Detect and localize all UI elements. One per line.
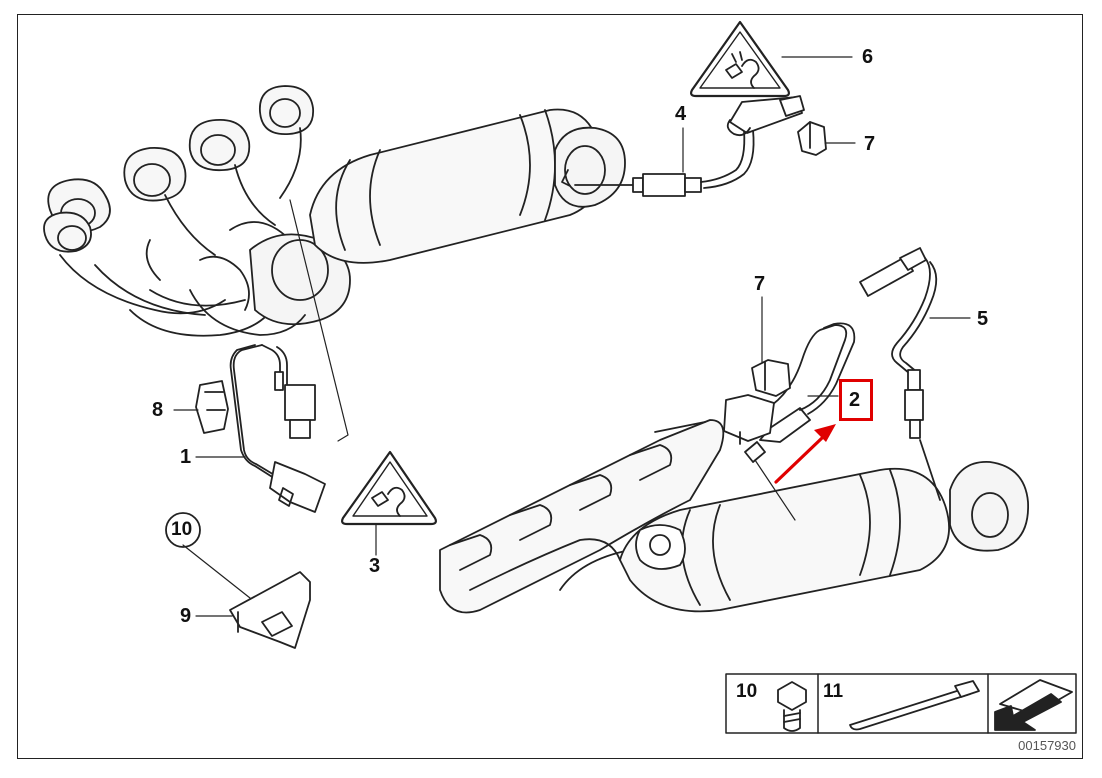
lower-exhaust-manifold [439, 419, 725, 614]
oxygen-sensor-5 [859, 247, 938, 439]
legend-label-10: 10 [736, 681, 758, 702]
part-label-9: 9 [180, 605, 192, 627]
bracket-9 [229, 571, 311, 649]
part-label-3: 3 [369, 555, 381, 577]
part-label-7-lower: 7 [754, 273, 766, 295]
document-number: 00157930 [1018, 738, 1076, 753]
cable-tie-icon [849, 689, 971, 731]
warning-triangle-6 [690, 20, 790, 98]
oxygen-sensor-2 [723, 322, 856, 463]
warning-triangle-3 [341, 450, 437, 526]
part-label-1: 1 [180, 446, 192, 468]
part-10-circle [165, 512, 201, 548]
highlight-box [839, 379, 873, 421]
oxygen-sensor-1 [229, 344, 326, 513]
part-label-7-upper: 7 [864, 133, 876, 155]
legend-label-11: 11 [823, 681, 844, 702]
lower-catalytic-converter [619, 439, 1029, 613]
part-label-2: 2 [849, 389, 861, 411]
clip-7-lower [751, 359, 791, 397]
legend-box [725, 673, 1077, 734]
upper-exhaust-manifold [43, 85, 351, 337]
part-label-10: 10 [171, 519, 193, 540]
highlight-arrow [774, 424, 836, 484]
bolt-icon [777, 681, 807, 711]
oxygen-sensor-4 [574, 95, 805, 197]
part-label-8: 8 [152, 399, 164, 421]
upper-catalytic-converter [309, 108, 626, 264]
leader-lines [173, 56, 971, 617]
part-label-4: 4 [675, 103, 687, 125]
clip-8 [195, 380, 229, 434]
clip-7-upper [797, 121, 827, 156]
part-label-5: 5 [977, 308, 989, 330]
part-label-6: 6 [862, 46, 874, 68]
